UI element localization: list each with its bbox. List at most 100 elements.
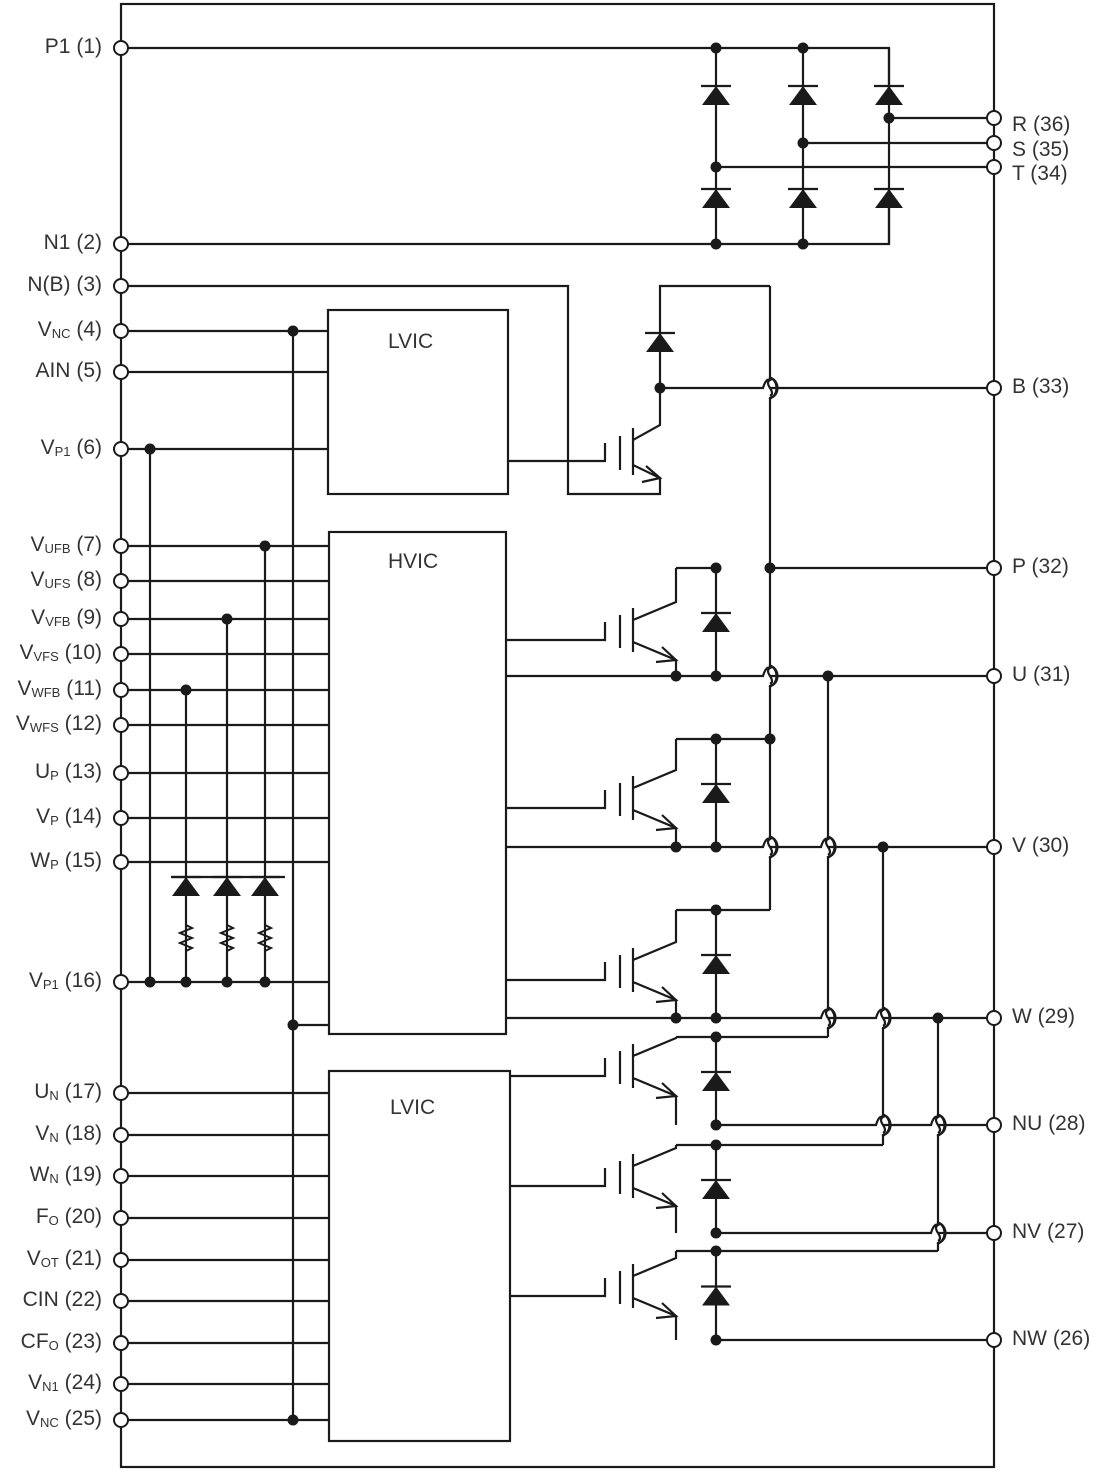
pin-number: (10) — [64, 641, 102, 664]
pin-terminal — [113, 810, 129, 826]
hvic-label: HVIC — [388, 550, 439, 573]
pin-label: T (34) — [1012, 163, 1068, 184]
wire — [121, 198, 891, 246]
igbt-collector — [632, 568, 678, 622]
pin-subscript: N — [49, 1171, 59, 1186]
pin-subscript: OT — [40, 1255, 59, 1270]
pin-subscript: P — [50, 768, 59, 783]
pin-terminal — [113, 1293, 129, 1309]
pin-terminal — [113, 323, 129, 339]
lvic-bottom-label: LVIC — [390, 1096, 436, 1119]
pin-number: (21) — [64, 1247, 102, 1270]
wire — [506, 837, 994, 856]
pin-name: V — [40, 436, 55, 459]
pin-terminal — [113, 974, 129, 990]
pin-label: VP (14) — [36, 806, 102, 827]
wire-crossover — [768, 834, 778, 860]
pin-number: (23) — [64, 1330, 102, 1353]
pin-label: VWFS (12) — [16, 713, 102, 734]
diode-icon — [702, 1180, 730, 1199]
pin-name: V — [36, 805, 51, 828]
pin-name: U — [34, 1080, 50, 1103]
pin-label: VNC (25) — [26, 1408, 102, 1429]
pin-name: V — [37, 318, 52, 341]
pin-name: W — [30, 849, 51, 872]
lvic-top-label: LVIC — [388, 330, 434, 353]
pin-terminal — [113, 236, 129, 252]
diode-icon — [702, 613, 730, 632]
igbt-emitter — [632, 1296, 678, 1340]
wire — [881, 847, 892, 1145]
pin-subscript: P — [50, 857, 59, 872]
pin-terminal — [986, 668, 1002, 684]
pin-label: B (33) — [1012, 376, 1069, 397]
diode-icon — [251, 877, 279, 896]
pin-label: VNC (4) — [38, 319, 102, 340]
pin-number: (12) — [64, 712, 102, 735]
pin-label: FO (20) — [36, 1206, 102, 1227]
wire — [121, 46, 891, 95]
wire-crossover — [936, 1112, 946, 1138]
pin-name: V — [15, 712, 30, 735]
pin-terminal — [113, 611, 129, 627]
diode-icon — [172, 877, 200, 896]
pin-number: (29) — [1037, 1005, 1076, 1028]
pin-subscript: P1 — [42, 977, 59, 992]
junction-dot — [221, 613, 233, 625]
pin-terminal — [113, 717, 129, 733]
igbt-emitter — [632, 1186, 678, 1233]
pin-subscript: N1 — [42, 1379, 59, 1394]
pin-number: (18) — [64, 1122, 102, 1145]
pin-name: V — [17, 677, 32, 700]
diode-icon — [875, 189, 903, 208]
igbt-collector — [632, 1036, 678, 1058]
pin-number: (6) — [76, 436, 102, 459]
pin-name: NU — [1012, 1112, 1043, 1135]
pin-terminal — [113, 278, 129, 294]
pin-number: (28) — [1048, 1112, 1086, 1135]
pin-number: (26) — [1052, 1327, 1091, 1350]
pin-number: (15) — [64, 849, 102, 872]
pin-number: (30) — [1031, 834, 1070, 857]
pin-number: (31) — [1033, 663, 1071, 686]
junction-dot — [259, 976, 271, 988]
pin-subscript: P — [50, 813, 59, 828]
pin-name: T — [1012, 162, 1025, 185]
pin-terminal — [986, 839, 1002, 855]
pin-label: VP1 (16) — [29, 970, 102, 991]
junction-dot — [180, 976, 192, 988]
wire — [826, 676, 837, 1037]
resistor-icon — [256, 924, 274, 952]
pin-number: (4) — [76, 318, 102, 341]
pin-label: VN (18) — [35, 1123, 102, 1144]
igbt-collector — [632, 1145, 678, 1168]
hvic-block — [327, 530, 508, 1036]
pin-terminal — [113, 1252, 129, 1268]
pin-label: VUFS (8) — [30, 569, 102, 590]
diode-icon — [702, 1286, 730, 1306]
diode-icon — [789, 86, 817, 105]
junction-dot — [797, 42, 809, 54]
pin-label: CFO (23) — [21, 1331, 102, 1352]
pin-terminal — [113, 441, 129, 457]
pin-name: NV — [1012, 1220, 1042, 1243]
igbt-collector — [632, 739, 678, 790]
pin-number: (32) — [1031, 555, 1069, 578]
wire — [660, 378, 994, 397]
pin-terminal — [986, 159, 1002, 175]
pin-terminal — [113, 1376, 129, 1392]
pin-number: (33) — [1031, 375, 1070, 398]
pin-number: (3) — [76, 273, 102, 296]
pin-subscript: N — [49, 1088, 59, 1103]
diode-icon — [702, 1072, 730, 1091]
pin-label: UP (13) — [35, 761, 102, 782]
junction-dot — [797, 238, 809, 250]
junction-dot — [764, 562, 776, 574]
pin-number: (36) — [1033, 113, 1071, 136]
wire-crossover — [881, 1112, 891, 1138]
pin-number: (25) — [64, 1407, 102, 1430]
pin-number: (9) — [76, 606, 102, 629]
diode-icon — [789, 189, 817, 208]
wire — [632, 464, 661, 479]
